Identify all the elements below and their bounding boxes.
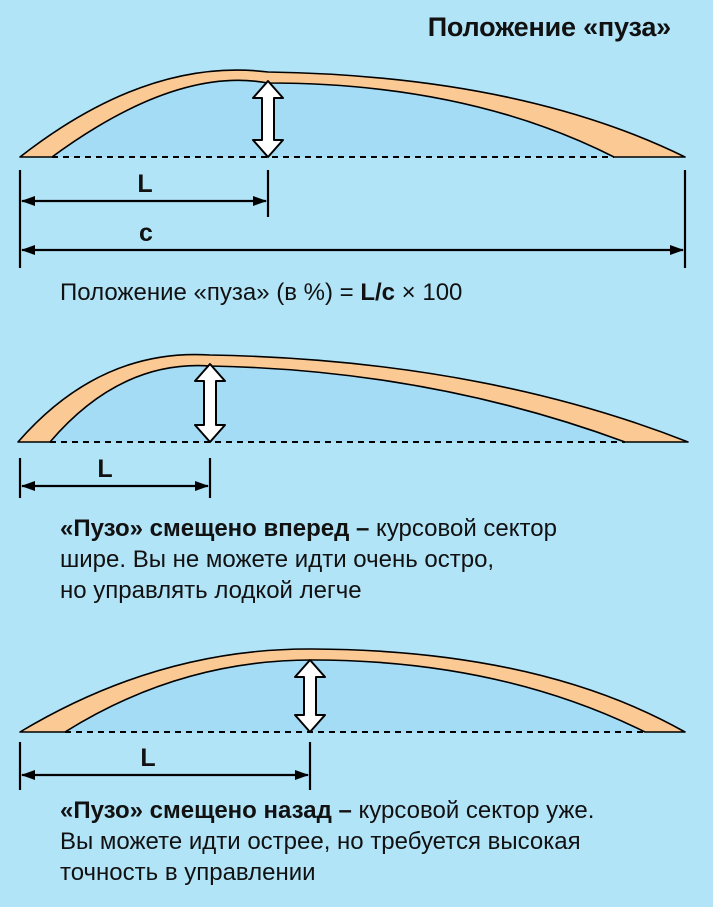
sail-area <box>50 365 625 442</box>
forward-line-2: шире. Вы не можете идти очень остро, <box>60 546 495 573</box>
forward-line-3: но управлять лодкой легче <box>60 577 362 604</box>
profile-forward: L <box>17 353 689 498</box>
backward-lead: «Пузо» смещено назад – <box>60 797 352 824</box>
sail-area <box>65 660 645 732</box>
diagram-title: Положение «пуза» <box>427 12 671 42</box>
sail-band <box>17 353 689 443</box>
l-label: L <box>140 744 155 772</box>
l-label: L <box>137 170 152 198</box>
sail-area <box>52 80 614 157</box>
backward-description: «Пузо» смещено назад – курсовой сектор у… <box>60 795 710 888</box>
camber-formula: Положение «пуза» (в %) = L/c × 100 <box>60 279 462 307</box>
formula-times: × <box>395 279 423 306</box>
l-label: L <box>97 455 112 483</box>
camber-arrow <box>252 80 284 158</box>
backward-line-3: точность в управлении <box>60 859 316 886</box>
backward-line1-rest: курсовой сектор уже. <box>351 797 595 824</box>
forward-line1-rest: курсовой сектор <box>369 515 557 542</box>
camber-arrow <box>294 659 326 733</box>
backward-line-1: «Пузо» смещено назад – курсовой сектор у… <box>60 795 710 826</box>
camber-arrow <box>194 363 226 443</box>
formula-ratio: L/c <box>360 279 395 306</box>
sail-band <box>19 648 686 733</box>
formula-factor: 100 <box>422 279 463 306</box>
forward-description: «Пузо» смещено вперед – курсовой сектор … <box>60 513 710 606</box>
sail-band <box>19 69 686 158</box>
profile-backward: L <box>18 648 686 790</box>
profile-standard: L c <box>18 69 687 268</box>
c-label: c <box>139 219 153 247</box>
backward-line-2: Вы можете идти острее, но требуется высо… <box>60 828 581 855</box>
forward-line-1: «Пузо» смещено вперед – курсовой сектор <box>60 513 710 544</box>
formula-prefix: Положение «пуза» (в %) = <box>60 279 361 306</box>
forward-lead: «Пузо» смещено вперед – <box>60 515 370 542</box>
